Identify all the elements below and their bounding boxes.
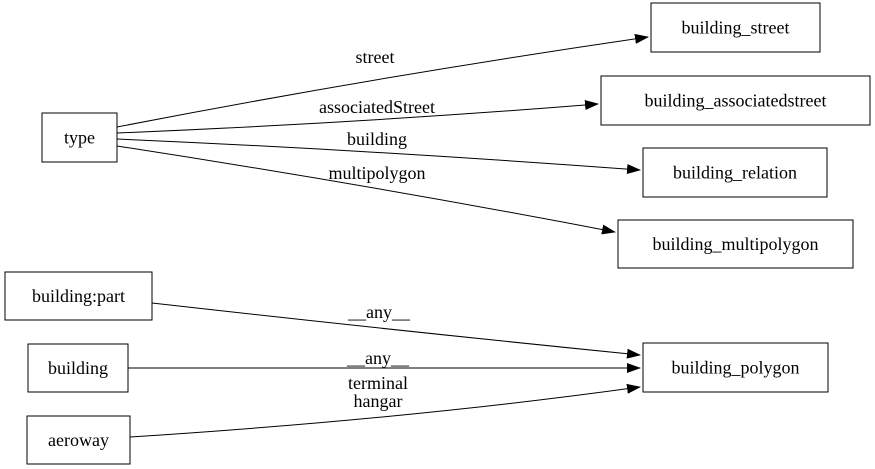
node-label-building: building (48, 358, 108, 378)
edge-label-group: street associatedStreet building multipolyg… (319, 47, 435, 411)
edge-label-aeroway-to-building_polygon-1: hangar (354, 391, 403, 411)
node-box-building_polygon (642, 342, 829, 393)
node-label-building_associatedstreet: building_associatedstreet (645, 91, 827, 111)
node-building_multipolygon: building_multipolygon (617, 219, 854, 269)
node-building: building (27, 343, 129, 393)
node-box-building_multipolygon (617, 219, 854, 269)
node-box-building (27, 343, 129, 393)
node-building_polygon: building_polygon (642, 342, 829, 393)
node-group: type building_street building_associatedst… (4, 2, 871, 465)
node-box-type (41, 112, 118, 163)
edge-label-type-to-building_street: street (356, 47, 395, 67)
edge-label-building-part-to-building_polygon: __any__ (347, 302, 411, 322)
node-label-building_street: building_street (682, 18, 790, 38)
node-label-building-part: building:part (32, 286, 125, 306)
edge-label-aeroway-to-building_polygon-0: terminal (348, 373, 408, 393)
edge-group (116, 33, 649, 438)
node-box-building_associatedstreet (600, 75, 871, 126)
node-building_street: building_street (650, 2, 821, 53)
edge-type-to-building_associatedstreet (116, 100, 599, 134)
edge-type-to-building_relation (116, 138, 641, 175)
node-label-building_multipolygon: building_multipolygon (652, 234, 818, 254)
node-type: type (41, 112, 118, 163)
edge-label-type-to-building_relation: building (347, 129, 407, 149)
edge-label-building-to-building_polygon: __any__ (346, 348, 410, 368)
edge-type-to-building_multipolygon (116, 145, 616, 235)
node-box-building_relation (642, 147, 828, 198)
node-box-building-part (4, 271, 153, 321)
edge-building-part-to-building_polygon (151, 302, 641, 359)
node-label-aeroway: aeroway (48, 430, 109, 450)
edge-type-to-building_street (116, 33, 649, 128)
edge-aeroway-to-building_polygon (129, 383, 641, 438)
node-label-building_relation: building_relation (673, 163, 797, 183)
node-box-building_street (650, 2, 821, 53)
node-label-type: type (64, 128, 95, 148)
node-building_relation: building_relation (642, 147, 828, 198)
node-aeroway: aeroway (26, 415, 131, 465)
node-building-part: building:part (4, 271, 153, 321)
edge-label-type-to-building_associatedstreet: associatedStreet (319, 97, 435, 117)
node-label-building_polygon: building_polygon (671, 358, 799, 378)
node-building_associatedstreet: building_associatedstreet (600, 75, 871, 126)
edge-label-type-to-building_multipolygon: multipolygon (328, 163, 425, 183)
node-box-aeroway (26, 415, 131, 465)
